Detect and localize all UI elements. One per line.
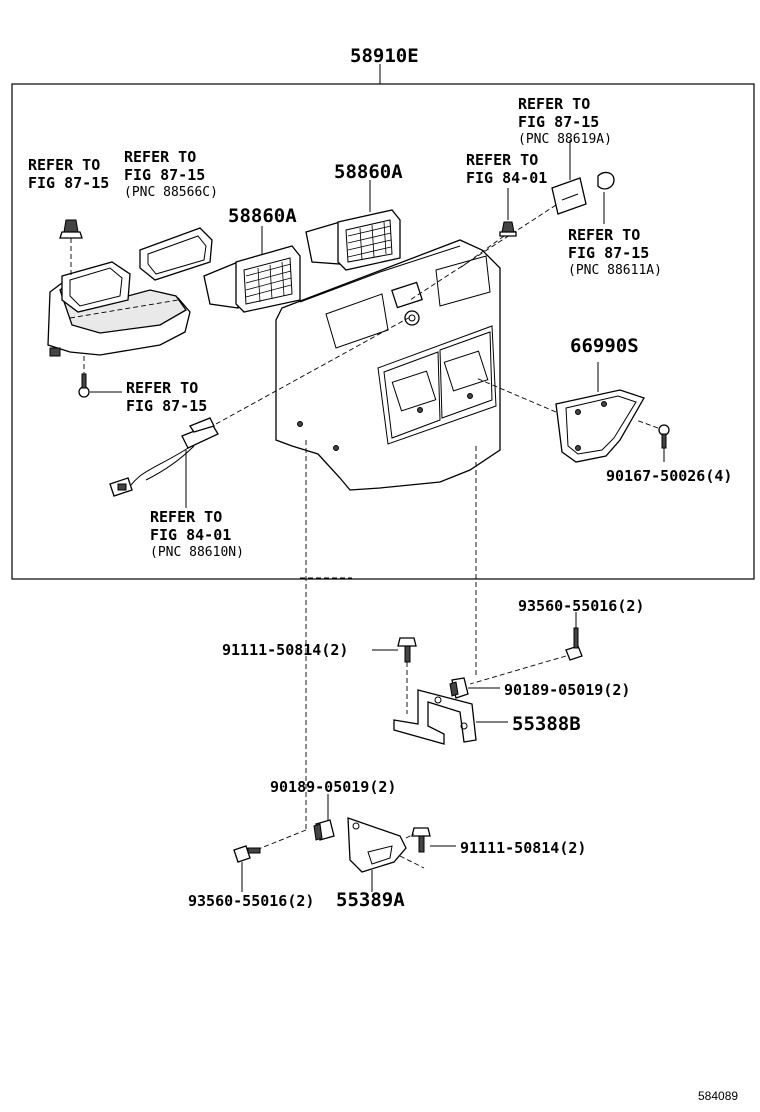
label-vent-a: 58860A — [228, 205, 297, 227]
bracket-55388b-part[interactable] — [393, 689, 477, 745]
console-panel-part[interactable] — [275, 239, 501, 491]
bolt-91111-upper[interactable] — [397, 637, 417, 663]
label-refer-5-line2: FIG 87-15 — [568, 244, 649, 262]
switch-knob-part[interactable] — [597, 171, 615, 190]
label-refer-2-line2: FIG 87-15 — [124, 166, 205, 184]
label-refer-1-line1: REFER TO — [28, 156, 100, 174]
clip-90189-lower[interactable] — [313, 819, 335, 841]
label-bracket-b: 55389A — [336, 889, 405, 911]
label-main-assy: 58910E — [350, 45, 419, 67]
clip-90189-upper[interactable] — [449, 677, 469, 699]
label-vent-b: 58860A — [334, 161, 403, 183]
bolt-93560-upper[interactable] — [565, 627, 583, 661]
label-refer-6-line1: REFER TO — [126, 379, 198, 397]
label-refer-2-line1: REFER TO — [124, 148, 196, 166]
label-bracket-a: 55388B — [512, 713, 581, 735]
label-cover: 66990S — [570, 335, 639, 357]
screw-left-bottom[interactable] — [78, 373, 90, 398]
label-refer-7-line3: (PNC 88610N) — [150, 545, 244, 560]
assembly-frame — [11, 83, 755, 580]
left-duct-part[interactable] — [47, 227, 213, 357]
screw-cover[interactable] — [658, 424, 670, 449]
clip-top-left[interactable] — [59, 219, 83, 239]
label-refer-6-line2: FIG 87-15 — [126, 397, 207, 415]
label-refer-3-line2: FIG 84-01 — [466, 169, 547, 187]
label-refer-3-line1: REFER TO — [466, 151, 538, 169]
label-refer-4-line3: (PNC 88619A) — [518, 132, 612, 147]
label-refer-7-line1: REFER TO — [150, 508, 222, 526]
label-refer-7-line2: FIG 84-01 — [150, 526, 231, 544]
label-refer-5-line3: (PNC 88611A) — [568, 263, 662, 278]
switch-blank-part[interactable] — [551, 177, 587, 215]
vent-right-part[interactable] — [305, 209, 401, 271]
label-bolt-a: 93560-55016(2) — [518, 597, 644, 615]
bolt-91111-lower[interactable] — [411, 827, 431, 853]
vent-left-part[interactable] — [203, 245, 301, 313]
label-bolt-d: 93560-55016(2) — [188, 892, 314, 910]
label-refer-4-line2: FIG 87-15 — [518, 113, 599, 131]
label-refer-5-line1: REFER TO — [568, 226, 640, 244]
label-refer-2-line3: (PNC 88566C) — [124, 185, 218, 200]
label-bolt-b: 91111-50814(2) — [222, 641, 348, 659]
footer-id: 584089 — [698, 1089, 738, 1103]
label-refer-1-line2: FIG 87-15 — [28, 174, 109, 192]
label-clip-a: 90189-05019(2) — [504, 681, 630, 699]
label-bolt-c: 91111-50814(2) — [460, 839, 586, 857]
bracket-55389a-part[interactable] — [347, 817, 407, 873]
clip-top-right[interactable] — [499, 221, 517, 237]
bolt-93560-lower[interactable] — [233, 845, 261, 863]
label-refer-4-line1: REFER TO — [518, 95, 590, 113]
cover-66990s-part[interactable] — [555, 389, 645, 463]
label-clip-b: 90189-05019(2) — [270, 778, 396, 796]
label-screw-cover: 90167-50026(4) — [606, 467, 732, 485]
sensor-wire-part[interactable] — [109, 417, 219, 497]
